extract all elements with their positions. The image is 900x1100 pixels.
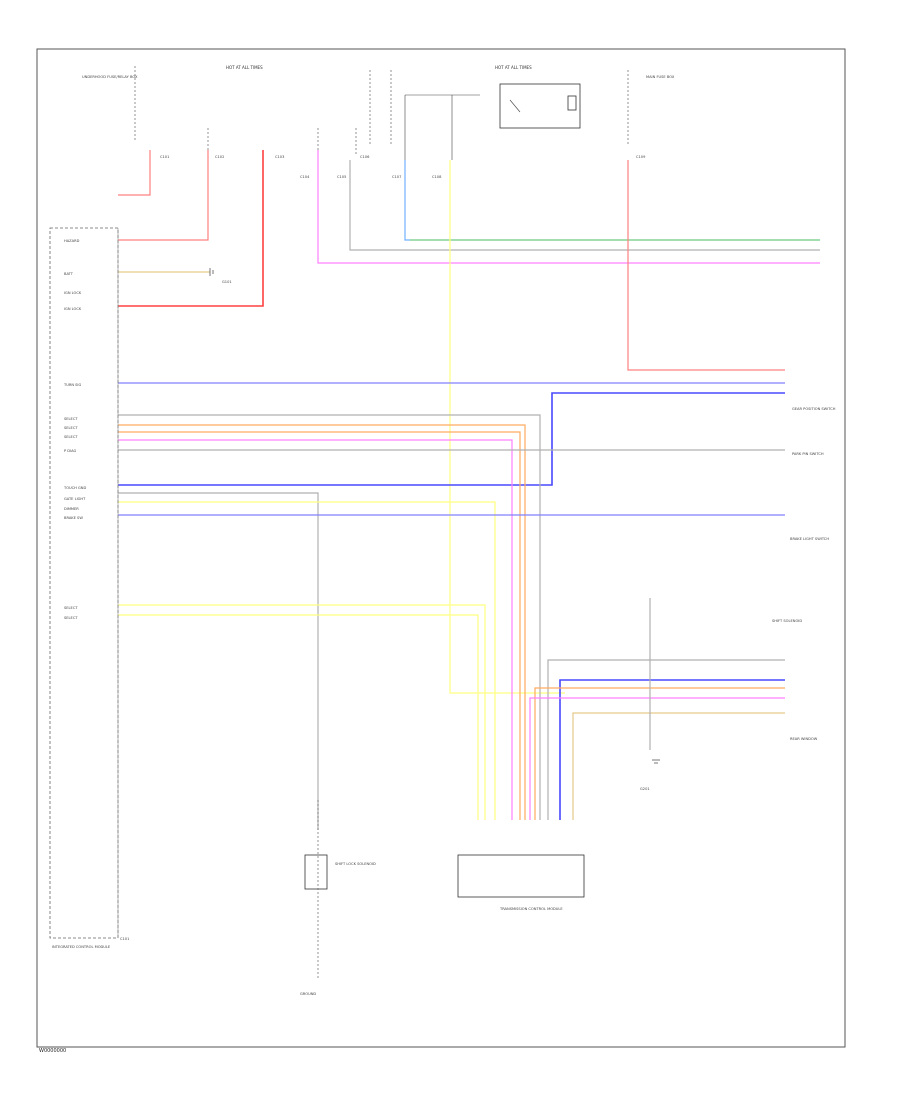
relay-box — [499, 83, 581, 129]
pin-label-9: P DIAG — [64, 449, 77, 453]
label-transmission: TRANSMISSION CONTROL MODULE — [499, 907, 563, 911]
pin-label-1: HAZARD — [64, 239, 80, 243]
pin-label-6: SELECT — [64, 417, 78, 421]
top-left-header: UNDERHOOD FUSE/RELAY BOX — [82, 75, 138, 79]
connector-id-7: C107 — [392, 175, 401, 179]
wire-blue-dark-2 — [559, 679, 785, 820]
wires — [118, 150, 820, 830]
ground-right-icon — [652, 759, 660, 764]
pin-label-10: TOUCH GND — [63, 486, 86, 490]
wire-yellow-long — [449, 160, 565, 694]
label-rear-window: REAR WINDOW — [790, 737, 818, 741]
pin-label-5: TURN SIG — [63, 383, 81, 387]
wire-red-right — [627, 160, 785, 371]
wire-red-bright — [118, 150, 264, 307]
module-title: INTEGRATED CONTROL MODULE — [52, 945, 111, 949]
pin-label-12: DIMMER — [64, 507, 79, 511]
label-ground-left: G101 — [222, 280, 232, 284]
module-pin-labels: HAZARD BATT IGN LOCK IGN LOCK TURN SIG S… — [52, 239, 129, 949]
connector-id-1: C101 — [160, 155, 169, 159]
wire-pink-3 — [529, 697, 785, 820]
ground-left-icon — [209, 268, 214, 276]
wire-pink-2 — [118, 439, 513, 820]
label-brake-light: BRAKE LIGHT SWITCH — [790, 537, 829, 541]
pin-label-8: SELECT — [64, 435, 78, 439]
wire-tan-2 — [572, 712, 785, 820]
top-right-header: MAIN FUSE BOX — [646, 75, 675, 79]
wire-gray-5 — [547, 659, 785, 820]
shift-lock-solenoid-box — [304, 854, 328, 890]
footer-code: W0000000 — [39, 1048, 66, 1054]
pin-label-11: GATE LIGHT — [64, 497, 86, 501]
relay-switch — [509, 99, 521, 113]
pin-label-7: SELECT — [64, 426, 78, 430]
wire-gray-2 — [118, 414, 541, 820]
diagram-frame — [36, 48, 846, 1048]
wire-red-1 — [118, 150, 151, 196]
wire-gray-4 — [118, 492, 319, 830]
label-park-pin: PARK PIN SWITCH — [792, 452, 824, 456]
wire-orange-3 — [534, 687, 785, 820]
connector-id-9: C109 — [636, 155, 646, 159]
module-body — [49, 227, 119, 939]
pin-label-4: IGN LOCK — [64, 307, 82, 311]
wire-yellow-2 — [118, 501, 496, 820]
pin-label-2: BATT — [64, 272, 74, 276]
top-header-hot-2: HOT AT ALL TIMES — [495, 65, 532, 70]
wire-orange-1 — [118, 424, 526, 820]
label-ground-right: G201 — [640, 787, 650, 791]
pin-label-13: BRAKE SW — [64, 516, 83, 520]
pin-label-15: SELECT — [64, 616, 78, 620]
connector-id-2: C102 — [215, 155, 224, 159]
wire-yellow-4 — [118, 614, 479, 820]
connector-id-8: C108 — [432, 175, 442, 179]
wire-blue-dark-1 — [118, 392, 785, 486]
label-bottom-ground: GROUND — [300, 992, 316, 996]
wire-yellow-3 — [118, 604, 486, 820]
relay-coil — [567, 95, 577, 111]
integrated-control-module — [49, 227, 119, 939]
connector-id-3: C103 — [275, 155, 284, 159]
wire-gray-1 — [349, 160, 820, 251]
wire-red-2 — [118, 150, 209, 241]
connector-id-5: C105 — [337, 175, 346, 179]
module-id: C101 — [120, 937, 129, 941]
label-shift-lock: SHIFT LOCK SOLENOID — [335, 862, 376, 866]
wire-orange-2 — [118, 431, 521, 820]
wire-teal — [404, 160, 820, 241]
connector-id-4: C104 — [300, 175, 310, 179]
label-shift-solenoid: SHIFT SOLENOID — [772, 619, 802, 623]
label-gear-position: GEAR POSITION SWITCH — [792, 407, 836, 411]
pin-label-14: SELECT — [64, 606, 78, 610]
pin-label-3: IGN LOCK — [64, 291, 82, 295]
connector-id-6: C106 — [360, 155, 370, 159]
wire-pink — [317, 150, 820, 264]
top-header-hot-1: HOT AT ALL TIMES — [226, 65, 263, 70]
transmission-module-box — [457, 854, 585, 898]
